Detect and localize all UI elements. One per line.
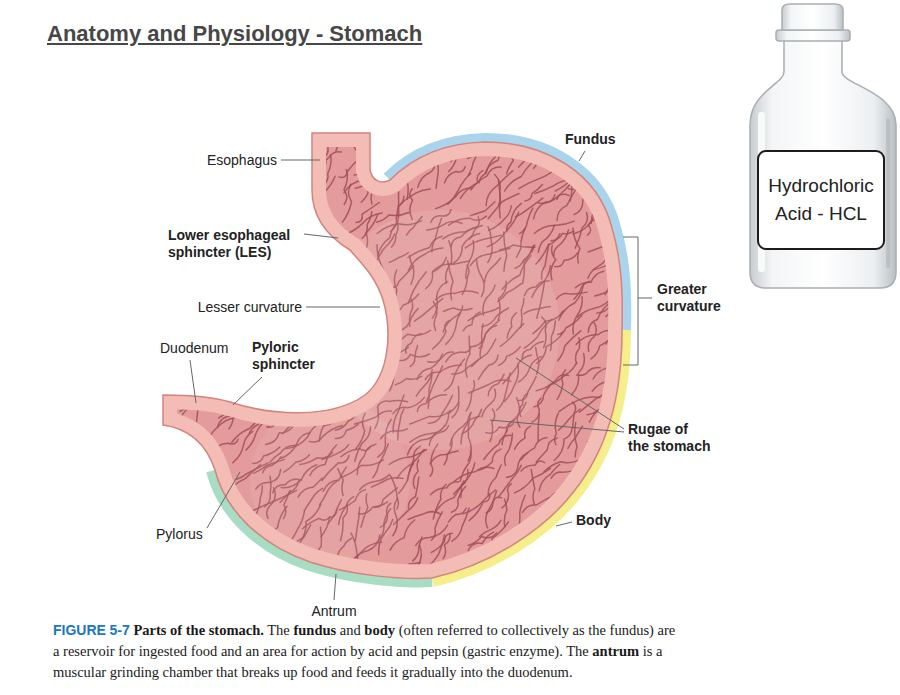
part-label: Esophagus	[207, 152, 277, 169]
ruga-fold	[452, 486, 466, 512]
ruga-fold	[505, 163, 532, 192]
greater-curvature-bracket	[623, 237, 652, 365]
ruga-fold	[448, 508, 466, 522]
part-label: Lesser curvature	[198, 299, 302, 316]
stomach-wall	[163, 133, 622, 578]
ruga-fold	[571, 354, 584, 395]
ruga-fold	[208, 418, 235, 440]
part-label: Antrum	[311, 603, 356, 620]
ruga-fold	[486, 491, 497, 528]
page-title: Anatomy and Physiology - Stomach	[47, 21, 422, 47]
ruga-fold	[555, 253, 578, 266]
ruga-fold	[430, 451, 458, 464]
ruga-fold	[520, 208, 533, 234]
ruga-fold	[263, 393, 295, 410]
part-label: Lower esophageal sphincter (LES)	[168, 227, 290, 261]
ruga-fold	[175, 368, 192, 395]
bottle-label-text: Hydrochloric Acid - HCL	[763, 172, 879, 228]
ruga-fold	[536, 438, 557, 462]
ruga-fold	[557, 370, 565, 399]
ruga-fold	[344, 170, 347, 205]
ruga-fold	[470, 202, 495, 216]
ruga-fold	[343, 184, 352, 222]
figure-caption: FIGURE 5-7 Parts of the stomach. The fun…	[53, 620, 675, 683]
ruga-fold	[558, 315, 583, 335]
ruga-fold	[233, 431, 253, 462]
leader-line	[579, 151, 585, 161]
leader-line	[306, 307, 380, 308]
ruga-fold	[498, 180, 500, 218]
bottle-body	[750, 40, 896, 288]
ruga-fold	[537, 414, 539, 441]
ruga-fold	[454, 463, 475, 494]
ruga-fold	[612, 228, 647, 237]
ruga-fold	[408, 512, 440, 520]
ruga-fold	[515, 426, 531, 449]
leader-line	[556, 522, 572, 526]
part-label: Body	[576, 512, 611, 529]
ruga-fold	[576, 338, 580, 364]
stomach-lumen	[163, 133, 622, 578]
ruga-fold	[505, 434, 513, 466]
leader-line	[490, 420, 624, 432]
ruga-fold	[504, 499, 507, 526]
ruga-fold	[463, 113, 468, 145]
part-label: Rugae of the stomach	[628, 421, 710, 455]
ruga-fold	[539, 464, 560, 491]
ruga-fold	[597, 169, 620, 200]
leader-lines	[190, 151, 652, 600]
ruga-fold	[558, 331, 581, 361]
ruga-fold	[573, 297, 582, 334]
ruga-fold	[322, 110, 335, 136]
ruga-fold	[525, 185, 543, 201]
ruga-fold	[554, 230, 569, 256]
part-label: Pylorus	[156, 526, 203, 543]
part-label: Duodenum	[160, 340, 229, 357]
ruga-fold	[531, 469, 535, 504]
leader-line	[207, 472, 240, 528]
leader-line	[334, 574, 336, 600]
ruga-fold	[521, 461, 545, 471]
ruga-fold	[488, 194, 519, 219]
ruga-fold	[484, 106, 493, 145]
ruga-fold	[553, 363, 577, 385]
ruga-fold	[534, 195, 555, 219]
leader-line	[516, 358, 624, 429]
ruga-fold	[554, 428, 572, 461]
ruga-fold	[588, 303, 610, 333]
leader-line	[281, 160, 320, 161]
ruga-fold	[551, 231, 574, 241]
bottle-collar	[776, 30, 850, 41]
glass-highlight	[886, 118, 890, 268]
part-label: Fundus	[565, 131, 616, 148]
stomach-wall-group	[163, 133, 622, 578]
bottle-label: Hydrochloric Acid - HCL	[757, 150, 885, 250]
ruga-fold	[431, 533, 452, 552]
ruga-fold	[452, 508, 469, 541]
ruga-fold	[557, 186, 578, 221]
leader-line	[233, 377, 262, 405]
ruga-fold	[521, 438, 547, 460]
ruga-fold	[433, 485, 446, 519]
ruga-fold	[445, 167, 466, 183]
part-label: Greater curvature	[657, 281, 721, 315]
ruga-fold	[551, 245, 556, 279]
ruga-fold	[478, 449, 501, 470]
ruga-fold	[479, 157, 495, 183]
stomach-outline	[163, 133, 622, 578]
ruga-fold	[555, 413, 559, 444]
bottle-stopper	[782, 4, 843, 30]
ruga-fold	[573, 228, 580, 263]
leader-line	[304, 234, 338, 238]
leader-line	[190, 360, 196, 403]
part-label: Pyloric sphincter	[252, 339, 315, 373]
acid-bottle	[750, 4, 896, 288]
ruga-fold	[588, 323, 596, 351]
ruga-fold	[460, 171, 483, 199]
ruga-fold	[432, 512, 443, 540]
